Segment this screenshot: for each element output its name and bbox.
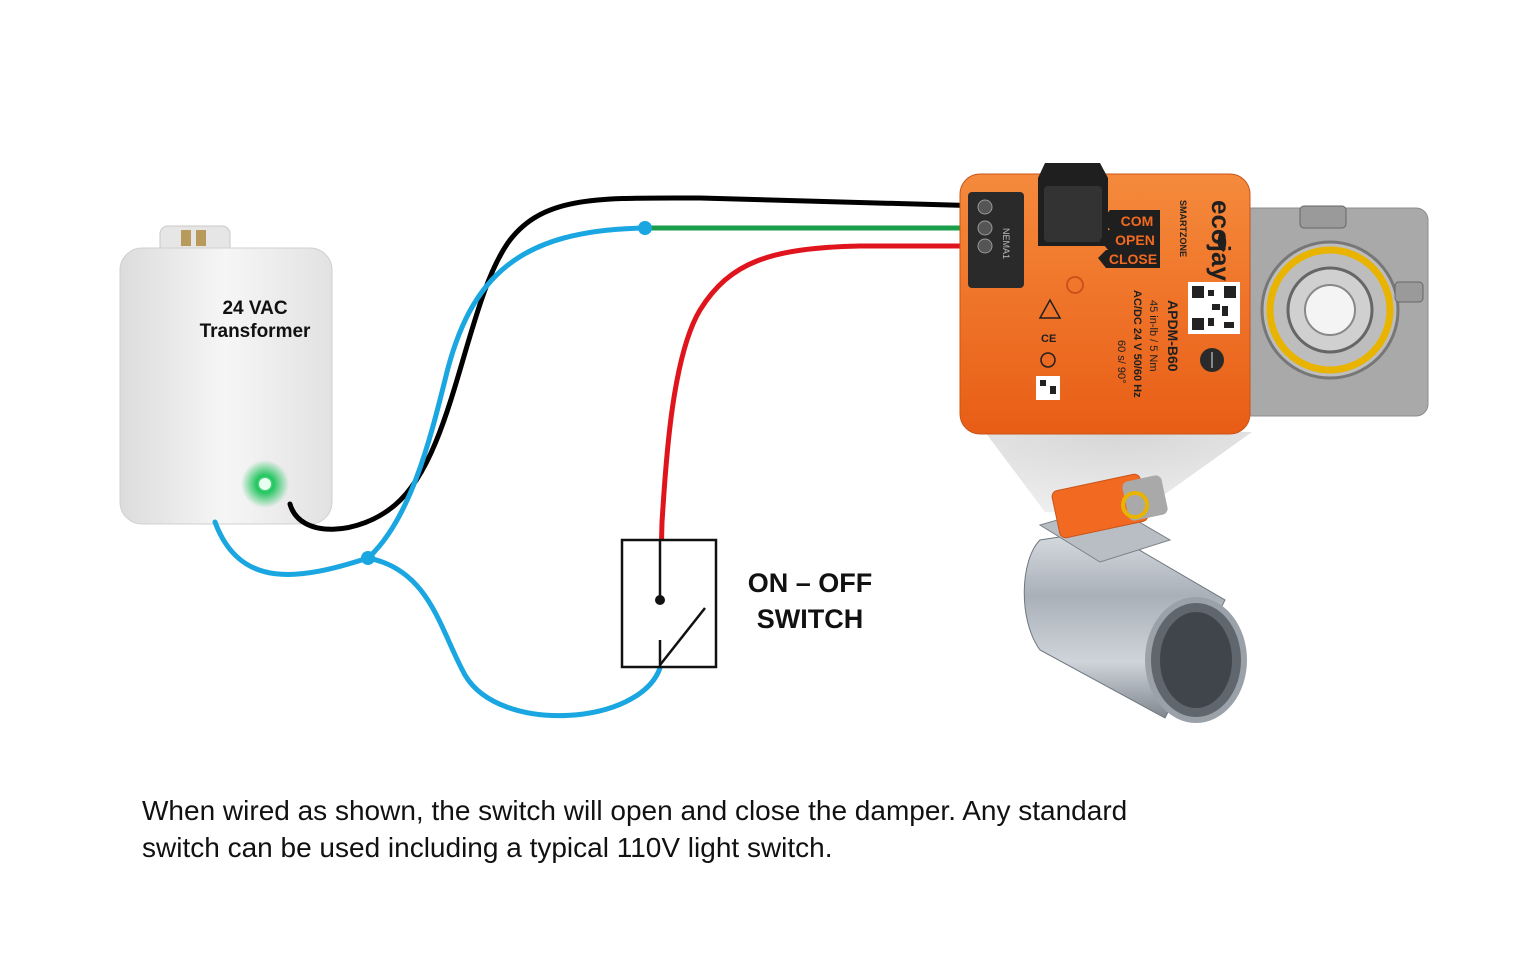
spec-runtime: 60 s/ 90° — [1115, 340, 1127, 384]
terminal-label-close: CLOSE — [1109, 251, 1157, 267]
caption-line2: switch can be used including a typical 1… — [142, 832, 833, 863]
spec-voltage: AC/DC 24 V 50/60 Hz — [1131, 290, 1143, 398]
brand-sub: SMARTZONE — [1178, 200, 1188, 257]
switch-pivot-dot — [655, 595, 665, 605]
wires — [212, 195, 988, 719]
wire-blue-open — [365, 225, 648, 561]
on-off-switch: ON – OFF SWITCH — [620, 538, 873, 669]
switch-box — [620, 538, 718, 669]
switch-lever — [659, 607, 706, 666]
wire-red-close — [657, 243, 988, 603]
terminal-screw-com — [977, 199, 993, 215]
certification-icons: CE — [1036, 298, 1062, 400]
caption: When wired as shown, the switch will ope… — [142, 792, 1342, 866]
transformer: 24 VAC Transformer — [119, 225, 333, 525]
transformer-body — [119, 247, 333, 525]
transformer-label-line2: Transformer — [200, 321, 311, 342]
switch-label-line2: SWITCH — [757, 604, 863, 634]
damper-actuator: NEMA1 COM OPEN CLOSE ecojay SMARTZONE — [959, 163, 1429, 435]
projection-cone — [985, 432, 1252, 512]
terminal-labels: COM OPEN CLOSE — [1098, 210, 1160, 268]
wire-blue-main — [212, 519, 371, 577]
switch-label-line1: ON – OFF — [748, 568, 873, 598]
svg-text:CE: CE — [1041, 333, 1056, 345]
qr-code-icon — [1188, 282, 1240, 334]
part-number: APDM-B60 — [1165, 300, 1181, 372]
terminal-block — [968, 192, 1024, 288]
junction-dot-blue-green — [638, 221, 652, 235]
wire-blue-switch — [365, 555, 663, 719]
terminal-screw-open — [977, 220, 993, 236]
wire-black-com — [287, 195, 988, 532]
spec-torque: 45 in-lb / 5 Nm — [1147, 300, 1159, 372]
bird-logo-icon — [1217, 230, 1227, 252]
terminal-screw-close — [977, 238, 993, 254]
damper-assembly — [1023, 473, 1247, 723]
terminal-label-open: OPEN — [1115, 232, 1155, 248]
caption-line1: When wired as shown, the switch will ope… — [142, 795, 1128, 826]
terminal-label-com: COM — [1121, 213, 1154, 229]
nema-label: NEMA1 — [1001, 228, 1011, 259]
junction-dot-blue — [361, 551, 375, 565]
transformer-label-line1: 24 VAC — [222, 298, 287, 319]
